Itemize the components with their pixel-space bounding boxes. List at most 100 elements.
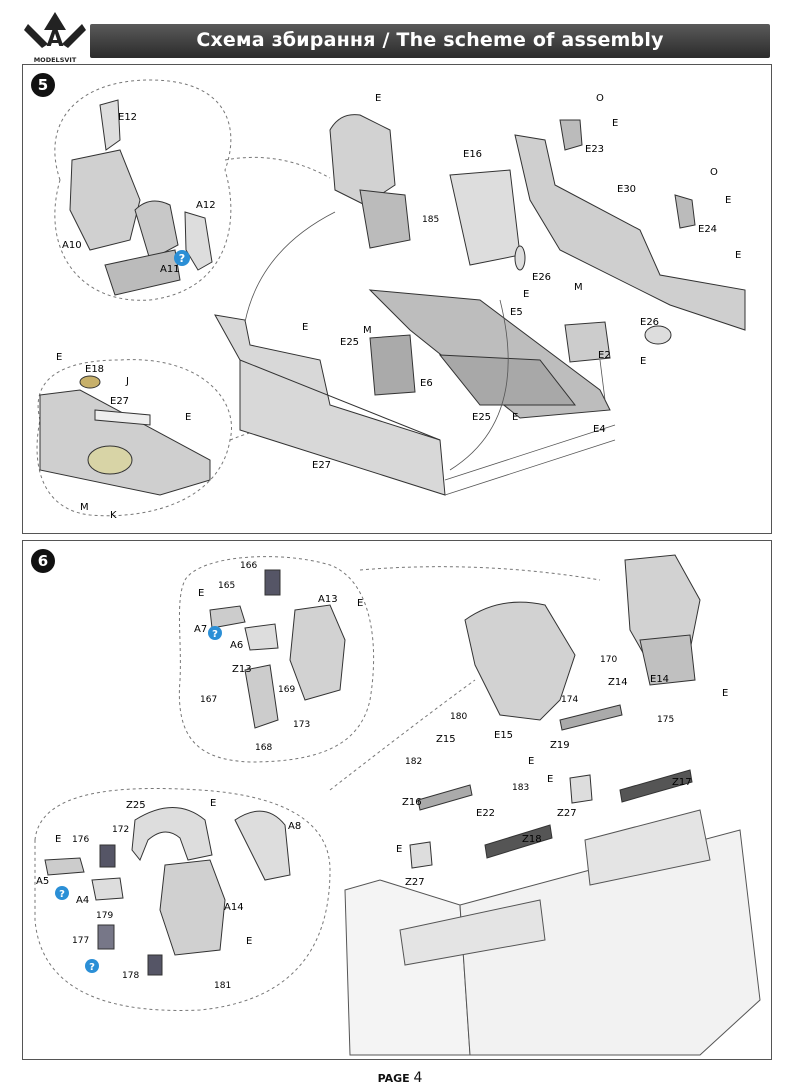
label-E: E [640,356,646,367]
label-E: E [185,412,191,423]
label-E23: E23 [585,144,604,155]
label-169: 169 [278,685,295,695]
label-177: 177 [72,936,89,946]
logo-text: MODELSVIT [34,56,77,64]
label-E: E [396,844,402,855]
label-J: J [125,376,129,387]
label-E22: E22 [476,808,495,819]
label-165: 165 [218,581,235,591]
label-A10: A10 [62,240,82,251]
label-Z18: Z18 [522,834,542,845]
label-E26: E26 [640,317,659,328]
label-185: 185 [422,215,439,225]
label-E: E [198,588,204,599]
label-E24: E24 [698,224,717,235]
svg-text:?: ? [179,252,185,265]
label-E: E [56,352,62,363]
label-180: 180 [450,712,467,722]
label-Z15: Z15 [436,734,456,745]
label-A7: A7 [194,624,207,635]
step-number-5: 5 [31,73,55,97]
label-E: E [612,118,618,129]
svg-text:?: ? [59,889,65,900]
page-footer: PAGE 4 [0,1070,800,1086]
label-O: O [596,93,604,104]
label-E30: E30 [617,184,636,195]
label-E18: E18 [85,364,104,375]
label-E: E [523,289,529,300]
label-Z16: Z16 [402,797,422,808]
label-E25: E25 [472,412,491,423]
label-172: 172 [112,825,129,835]
label-A4: A4 [76,895,89,906]
label-173: 173 [293,720,310,730]
label-E: E [210,798,216,809]
label-167: 167 [200,695,217,705]
label-A14: A14 [224,902,244,913]
label-179: 179 [96,911,113,921]
label-E: E [357,598,363,609]
label-E: E [547,774,553,785]
label-K: K [110,510,117,521]
label-E: E [528,756,534,767]
label-Z17: Z17 [672,777,692,788]
label-183: 183 [512,783,529,793]
page-header: Схема збирання / The scheme of assembly [90,24,770,58]
label-175: 175 [657,715,674,725]
label-E: E [722,688,728,699]
label-E: E [725,195,731,206]
label-E: E [512,412,518,423]
label-E: E [735,250,741,261]
label-176: 176 [72,835,89,845]
label-M: M [363,325,372,336]
label-E16: E16 [463,149,482,160]
label-E12: E12 [118,112,137,123]
label-A6: A6 [230,640,243,651]
footer-label: PAGE [377,1072,410,1085]
page-number: 4 [413,1070,423,1086]
label-A13: A13 [318,594,338,605]
label-Z27: Z27 [405,877,425,888]
label-E15: E15 [494,730,513,741]
label-166: 166 [240,561,257,571]
label-A5: A5 [36,876,49,887]
svg-text:?: ? [89,962,95,973]
label-E6: E6 [420,378,433,389]
modelsvit-logo: A MODELSVIT [24,12,86,64]
label-178: 178 [122,971,139,981]
label-182: 182 [405,757,422,767]
label-E26: E26 [532,272,551,283]
svg-text:?: ? [212,629,218,640]
label-E2: E2 [598,350,611,361]
label-A8: A8 [288,821,301,832]
label-A12: A12 [196,200,216,211]
svg-text:A: A [46,27,63,52]
label-Z25: Z25 [126,800,146,811]
label-181: 181 [214,981,231,991]
label-E27: E27 [312,460,331,471]
label-E5: E5 [510,307,523,318]
label-M: M [574,282,583,293]
label-E: E [375,93,381,104]
step-number-6: 6 [31,549,55,573]
label-Z27: Z27 [557,808,577,819]
label-E: E [246,936,252,947]
label-Z19: Z19 [550,740,570,751]
label-E27: E27 [110,396,129,407]
label-Z13: Z13 [232,664,252,675]
label-Z14: Z14 [608,677,628,688]
label-E14: E14 [650,674,669,685]
label-O: O [710,167,718,178]
label-174: 174 [561,695,578,705]
label-E25: E25 [340,337,359,348]
label-170: 170 [600,655,617,665]
label-A11: A11 [160,264,180,275]
label-E4: E4 [593,424,606,435]
label-M: M [80,502,89,513]
label-E: E [55,834,61,845]
label-168: 168 [255,743,272,753]
page-title: Схема збирання / The scheme of assembly [196,29,664,51]
label-E: E [302,322,308,333]
